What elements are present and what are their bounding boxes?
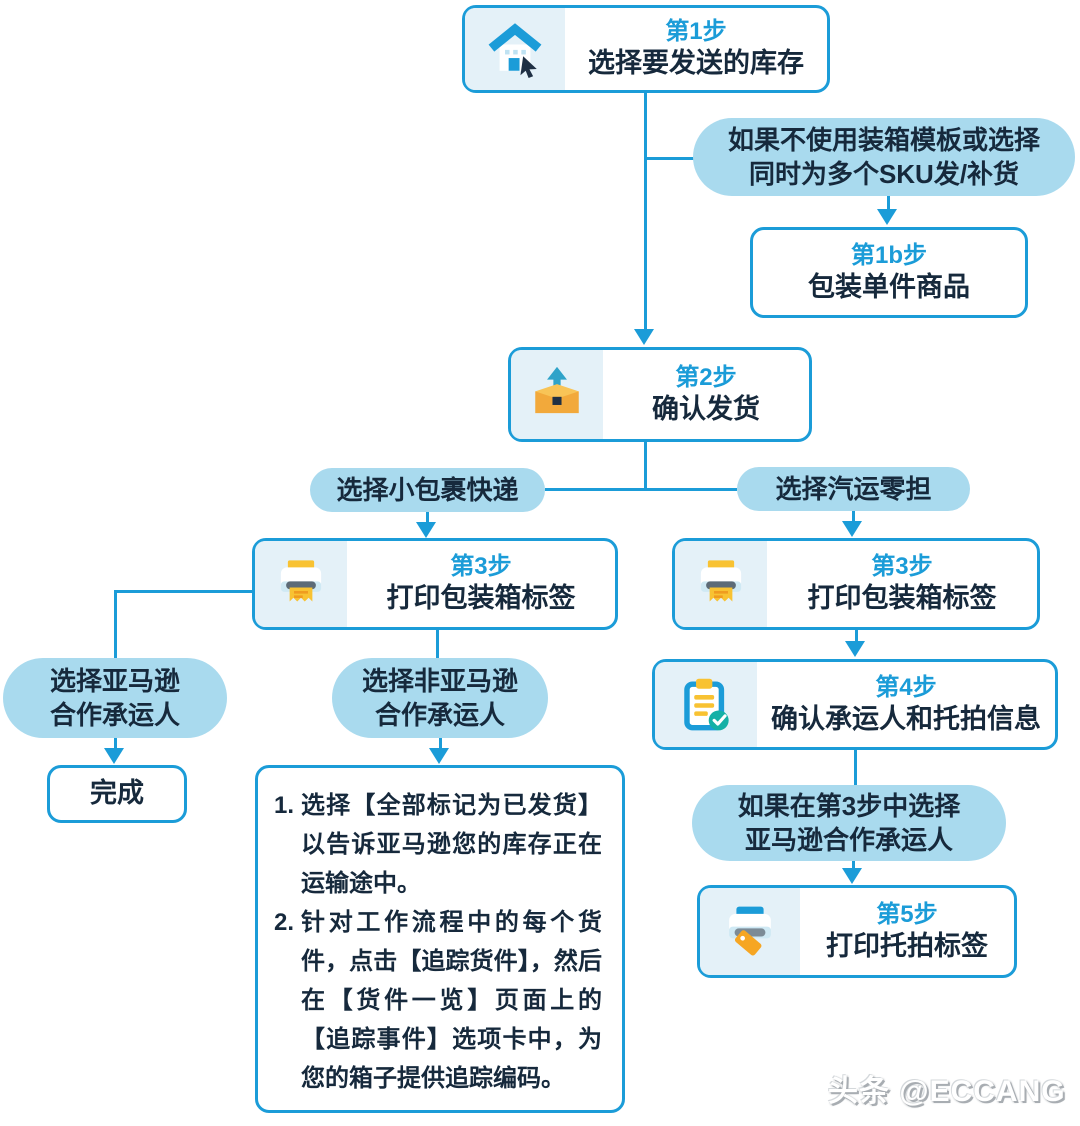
step2-label: 确认发货 [652, 393, 760, 424]
connector-note-step5 [851, 861, 855, 869]
pill-amazon-partner-line1: 选择亚马逊 [49, 666, 180, 696]
pill-amazon-partner-line2: 合作承运人 [49, 700, 180, 730]
pill-ltl: 选择汽运零担 [737, 467, 970, 511]
pill-non-amazon-partner-line2: 合作承运人 [374, 700, 505, 730]
step4-label: 确认承运人和托拍信息 [771, 703, 1041, 734]
instruction-text: 针对工作流程中的每个货件，点击【追踪货件】，然后在【货件一览】页面上的【追踪事件… [301, 909, 602, 1092]
step1-icon-panel [465, 8, 565, 90]
pill-ltl-label: 选择汽运零担 [775, 474, 932, 504]
step1-title: 第1步 [665, 18, 727, 46]
step2-title: 第2步 [675, 363, 737, 391]
step5-icon-panel [700, 888, 800, 975]
note-step3-amazon: 如果在第3步中选择 亚马逊合作承运人 [692, 785, 1006, 861]
node-step1b: 第1b步 包装单件商品 [750, 227, 1028, 318]
node-step3-right: 第3步 打印包装箱标签 [672, 538, 1040, 630]
connector-amazon-done [113, 738, 117, 749]
node-step5: 第5步 打印托拍标签 [697, 885, 1017, 978]
done-label: 完成 [90, 778, 144, 809]
connector-step2-split [643, 442, 647, 490]
connector-step4-note [853, 750, 857, 785]
step1b-title: 第1b步 [850, 241, 927, 269]
instruction-item: 1. 选择【全部标记为已发货】以告诉亚马逊您的库存正在运输途中。 [274, 786, 602, 903]
note-step3-amazon-line1: 如果在第3步中选择 [737, 791, 961, 821]
connector-step3right-step4 [854, 630, 858, 642]
printer-icon [280, 560, 322, 602]
arrowhead-into-instructions [429, 748, 449, 764]
arrowhead-into-step3-right [842, 521, 862, 537]
arrowhead-into-done [104, 748, 124, 764]
step2-icon-panel [511, 350, 603, 439]
pill-amazon-partner: 选择亚马逊 合作承运人 [3, 658, 227, 738]
connector-split-horizontal [545, 488, 737, 491]
note-step3-amazon-line2: 亚马逊合作承运人 [744, 825, 953, 855]
note-no-template-line2: 同时为多个SKU发/补货 [748, 159, 1020, 189]
pill-non-amazon-partner-line1: 选择非亚马逊 [361, 666, 518, 696]
clipboard-check-icon [684, 678, 729, 730]
step5-label: 打印托拍标签 [826, 930, 988, 961]
step3-right-title: 第3步 [871, 553, 933, 581]
step3-left-label: 打印包装箱标签 [386, 583, 576, 614]
node-step4: 第4步 确认承运人和托拍信息 [652, 659, 1058, 750]
instruction-item: 2. 针对工作流程中的每个货件，点击【追踪货件】，然后在【货件一览】页面上的【追… [274, 903, 602, 1098]
step4-icon-panel [655, 662, 757, 747]
step3-right-label: 打印包装箱标签 [807, 583, 997, 614]
step3-left-title: 第3步 [450, 553, 512, 581]
step3-left-icon-panel [255, 541, 347, 627]
connector-step3left-west [115, 590, 252, 593]
box-arrow-up-icon [535, 366, 579, 413]
arrowhead-into-step4 [845, 641, 865, 657]
step4-title: 第4步 [875, 673, 937, 701]
node-step1: 第1步 选择要发送的库存 [462, 5, 830, 93]
note-no-template: 如果不使用装箱模板或选择 同时为多个SKU发/补货 [693, 118, 1075, 196]
house-cursor-icon [488, 23, 542, 78]
arrowhead-into-step1b [877, 209, 897, 225]
note-no-template-line1: 如果不使用装箱模板或选择 [727, 125, 1040, 155]
node-step2: 第2步 确认发货 [508, 347, 812, 442]
instruction-number: 1. [274, 792, 295, 819]
instruction-text: 选择【全部标记为已发货】以告诉亚马逊您的库存正在运输途中。 [301, 792, 602, 897]
connector-to-amazon-pill [113, 590, 117, 658]
pill-small-parcel-label: 选择小包裹快递 [336, 475, 519, 505]
watermark: 头条 @ECCANG [828, 1075, 1066, 1108]
arrowhead-into-step5 [842, 868, 862, 884]
instruction-number: 2. [274, 909, 295, 936]
step1b-label: 包装单件商品 [808, 271, 970, 302]
step5-title: 第5步 [876, 900, 938, 928]
connector-branch-note [645, 157, 694, 160]
pill-non-amazon-partner: 选择非亚马逊 合作承运人 [332, 658, 548, 738]
arrowhead-into-step3-left [416, 522, 436, 538]
connector-smallparcel-step3 [425, 512, 429, 523]
step3-right-icon-panel [675, 541, 767, 627]
connector-note-step1b [886, 196, 890, 209]
arrowhead-into-step2 [634, 329, 654, 345]
printer-tag-icon [729, 906, 771, 955]
connector-nonamazon-instructions [438, 738, 442, 749]
printer-icon [700, 560, 742, 602]
connector-step1-step2 [643, 93, 647, 329]
connector-ltl-step3 [851, 511, 855, 522]
pill-small-parcel: 选择小包裹快递 [310, 468, 545, 512]
connector-to-nonamazon-pill [435, 630, 439, 658]
node-step3-left: 第3步 打印包装箱标签 [252, 538, 618, 630]
node-instructions: 1. 选择【全部标记为已发货】以告诉亚马逊您的库存正在运输途中。 2. 针对工作… [255, 765, 625, 1113]
step1-label: 选择要发送的库存 [588, 48, 804, 79]
node-done: 完成 [47, 765, 187, 823]
